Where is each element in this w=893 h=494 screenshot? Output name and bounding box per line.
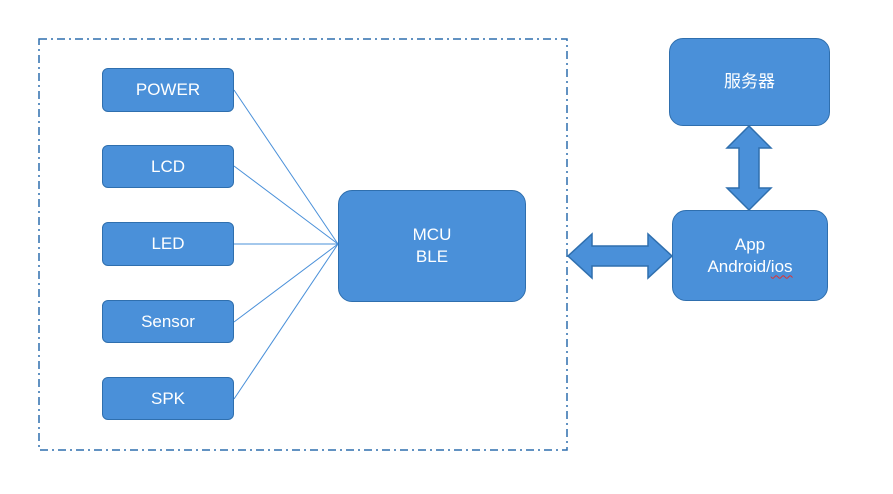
connector-sensor (233, 243, 339, 323)
ble-label: BLE (415, 247, 449, 266)
server-box: 服务器 (669, 38, 830, 126)
lcd-label: LCD (150, 156, 185, 176)
platform-label-main: Android/ (707, 256, 771, 276)
platform-label: Android/ios (707, 256, 792, 278)
device-boundary (38, 38, 568, 451)
server-label: 服务器 (724, 72, 775, 91)
peripheral-connectors (233, 89, 339, 400)
mcu-label: MCU (412, 225, 452, 244)
mcu-box: MCU BLE (338, 190, 526, 302)
platform-label-ios: ios (770, 256, 793, 276)
power-box: POWER (102, 68, 234, 112)
connector-power (233, 89, 339, 245)
spk-box: SPK (102, 377, 234, 420)
led-box: LED (102, 222, 234, 266)
spk-label: SPK (150, 388, 186, 408)
lcd-box: LCD (102, 145, 234, 188)
connector-lcd (233, 165, 339, 245)
connector-spk (233, 243, 339, 400)
sensor-box: Sensor (102, 300, 234, 343)
power-label: POWER (135, 80, 201, 99)
app-label: App (734, 234, 766, 254)
app-box: App Android/ios (672, 210, 828, 301)
led-label: LED (151, 234, 185, 253)
mcu-app-double-arrow (566, 232, 674, 280)
server-app-double-arrow (725, 124, 773, 212)
sensor-label: Sensor (141, 311, 195, 331)
